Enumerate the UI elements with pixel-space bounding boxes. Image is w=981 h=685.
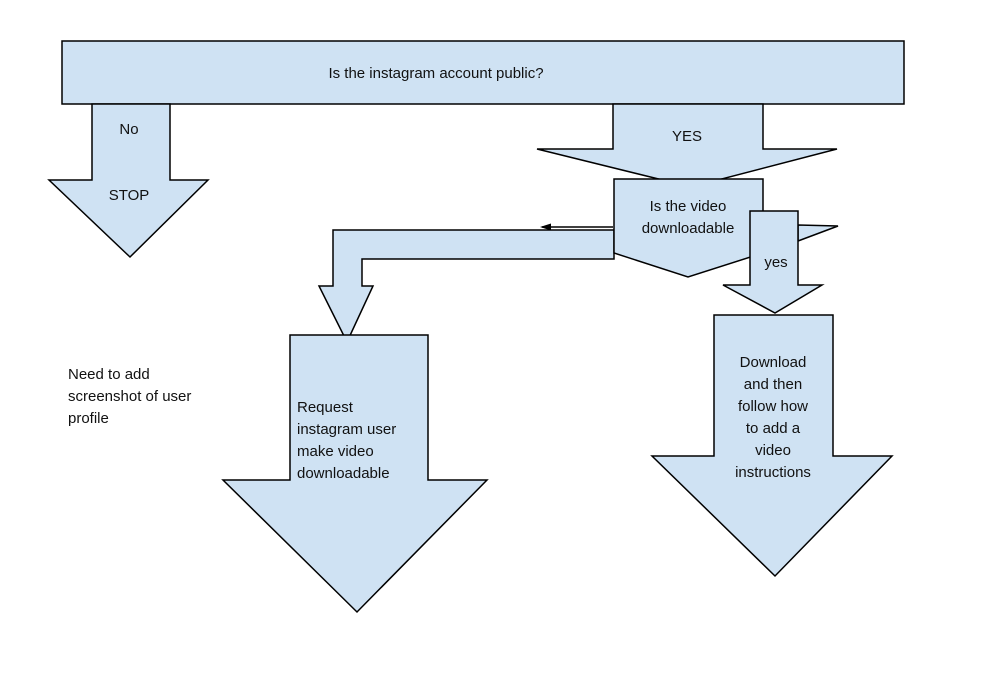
question-box-shape <box>61 40 905 105</box>
no-label: No <box>119 121 139 138</box>
no-arrow-shape <box>47 103 210 259</box>
right-dart-shape <box>797 224 839 243</box>
yes-small-arrow-shape <box>722 210 825 314</box>
request-label: Request instagram user make video downlo… <box>297 399 397 482</box>
yes-small-label: yes <box>764 254 788 271</box>
left-arrowhead-icon <box>540 223 551 231</box>
download-label: Download and then follow how to add a vi… <box>735 354 811 481</box>
elbow-connector-shape <box>317 229 615 344</box>
note-text: Need to add screenshot of user profile <box>68 366 192 427</box>
video-question-pentagon-shape <box>613 178 764 278</box>
stop-label: STOP <box>108 187 150 204</box>
video-question-label: Is the video downloadable <box>641 198 735 237</box>
yes-arrow-shape <box>536 103 838 188</box>
request-arrow-shape <box>221 334 489 614</box>
yes-label: YES <box>671 128 703 145</box>
question-box-label: Is the instagram account public? <box>328 65 544 82</box>
download-arrow-shape <box>650 314 894 578</box>
